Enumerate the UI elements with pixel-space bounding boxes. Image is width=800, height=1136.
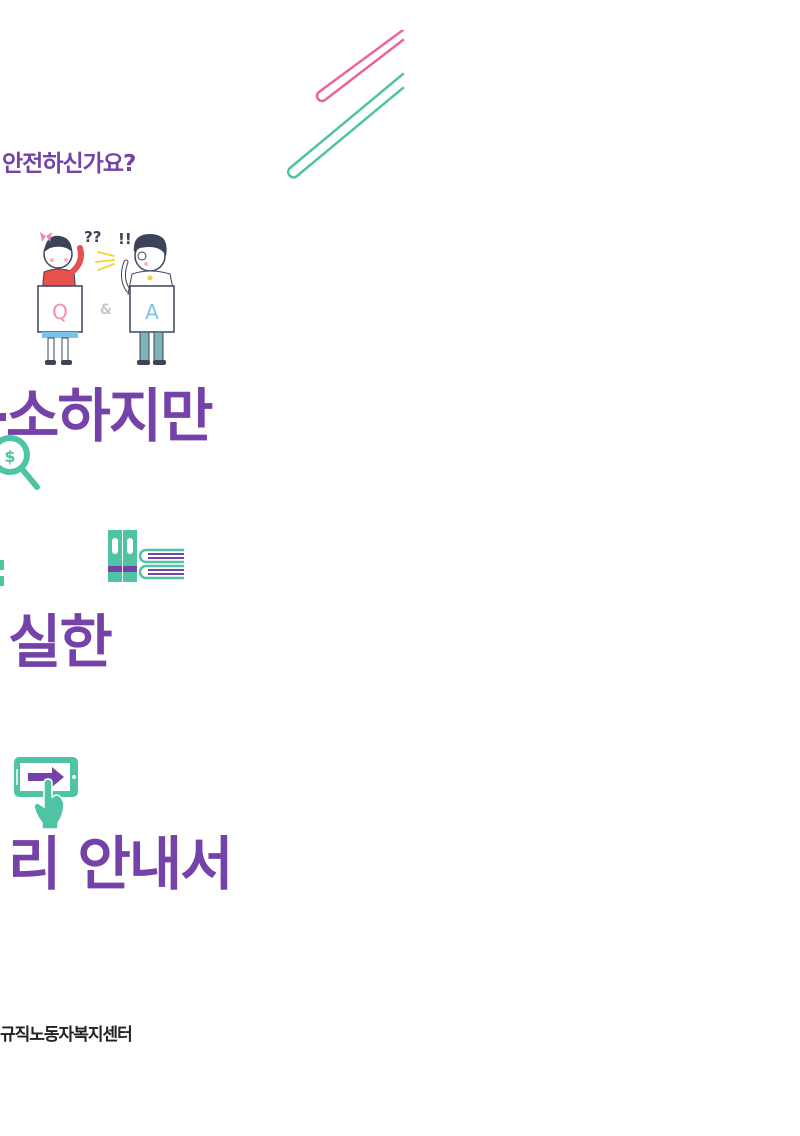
headline-line-2: 실한 (8, 608, 113, 676)
svg-text:$: $ (4, 447, 15, 466)
footer-organization: 규직노동자복지센터 (0, 1025, 133, 1045)
books-icon (108, 530, 184, 582)
tablet-tap-icon (14, 757, 78, 830)
magnifier-dollar-icon: $ (0, 435, 40, 490)
svg-text:Q: Q (52, 300, 68, 324)
teal-fragment-icon (0, 560, 4, 586)
headline-fragment-edge (0, 413, 6, 421)
svg-text:&: & (100, 302, 112, 318)
headline-line-1: 소하지만 (6, 382, 213, 450)
svg-text:??: ?? (84, 228, 101, 246)
headline-line-3: 리 안내서 (8, 830, 234, 898)
decorative-lines-icon (286, 30, 405, 179)
qa-illustration-icon: Q ?? & !! A (37, 228, 175, 365)
subtitle: 안전하신가요? (2, 151, 136, 177)
svg-text:!!: !! (118, 230, 132, 248)
svg-text:A: A (145, 300, 159, 324)
